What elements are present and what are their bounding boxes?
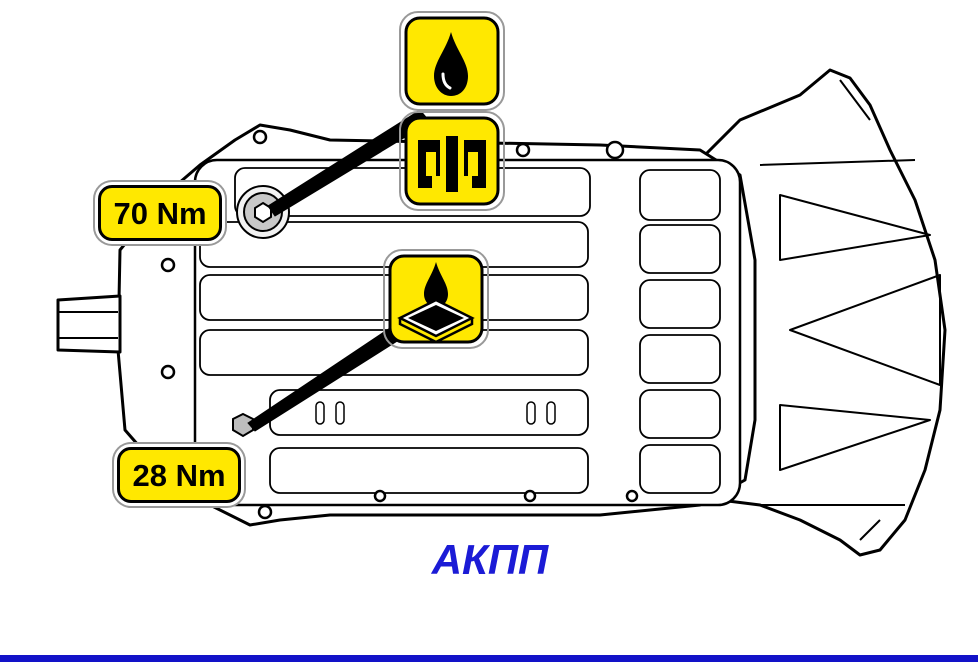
diagram-caption: АКПП xyxy=(431,536,549,583)
bottom-bar xyxy=(0,655,978,662)
drain-plug xyxy=(232,412,254,438)
fill-plug-torque-label: 70 Nm xyxy=(98,185,222,241)
fill-plug xyxy=(236,185,290,239)
bell-housing xyxy=(698,68,947,557)
drain-plug-torque-label: 28 Nm xyxy=(117,447,241,503)
oil-drop-icon xyxy=(399,11,505,111)
plug-seal-icon xyxy=(399,111,505,211)
oil-drain-pan-icon xyxy=(383,249,489,349)
